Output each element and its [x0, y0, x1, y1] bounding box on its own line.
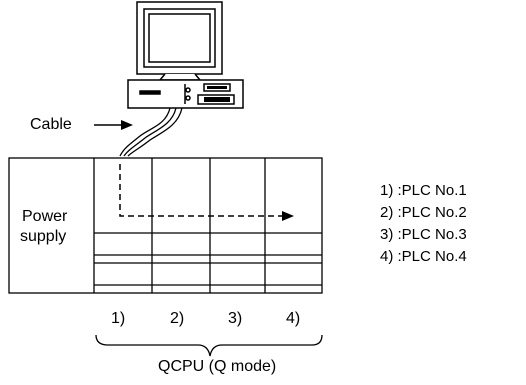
personal-computer-icon	[127, 1, 244, 109]
legend-item-plc-4: 4) :PLC No.4	[380, 248, 467, 265]
communication-path-arrow	[119, 164, 294, 221]
power-supply-label-line2: supply	[20, 228, 67, 245]
slot-label-1: 1)	[111, 310, 126, 327]
base-unit	[8, 157, 323, 294]
cable-line	[119, 107, 183, 157]
qcpu-group-brace	[95, 334, 323, 357]
legend-item-plc-2: 2) :PLC No.2	[380, 204, 467, 221]
qcpu-group-label: QCPU (Q mode)	[158, 358, 277, 375]
cable-pointer-arrow	[94, 120, 133, 130]
legend-item-plc-1: 1) :PLC No.1	[380, 182, 467, 199]
slot-label-3: 3)	[228, 310, 243, 327]
power-supply-label-line1: Power	[22, 208, 68, 225]
slot-label-4: 4)	[286, 310, 301, 327]
slot-label-2: 2)	[170, 310, 185, 327]
cable-label: Cable	[30, 116, 72, 133]
legend-item-plc-3: 3) :PLC No.3	[380, 226, 467, 243]
